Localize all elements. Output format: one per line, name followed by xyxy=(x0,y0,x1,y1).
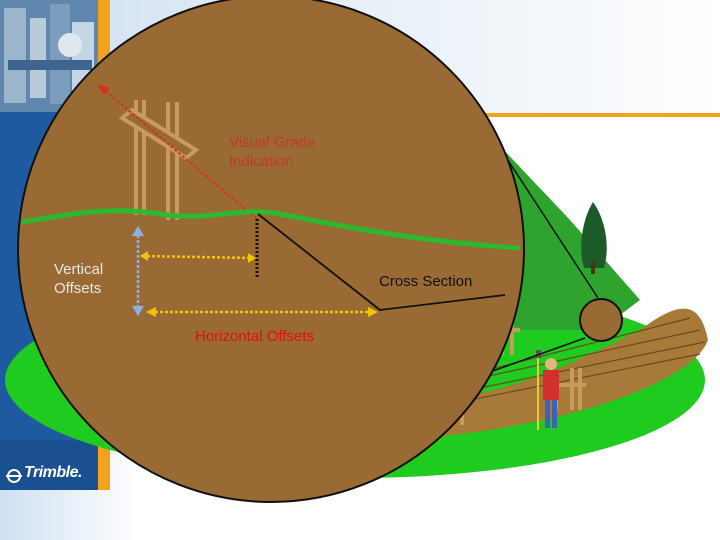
inset-circle xyxy=(579,298,623,342)
magnified-circle xyxy=(17,0,525,503)
trimble-logo-text: Trimble. xyxy=(24,464,82,481)
orange-accent-bottom xyxy=(98,440,110,490)
surveyor-figure-icon xyxy=(536,350,559,430)
vertical-offset-arrow xyxy=(132,226,144,316)
sight-line-arrow xyxy=(97,84,258,220)
stakes xyxy=(118,100,200,220)
trimble-logo-icon xyxy=(6,469,22,483)
horizontal-offset-marker xyxy=(140,251,256,263)
visual-grade-label: Visual Grade Indication xyxy=(229,134,316,170)
vertical-offsets-label: Vertical Offsets xyxy=(54,261,104,297)
cross-section-line xyxy=(257,213,506,311)
horizontal-offsets-label: Horizontal Offsets xyxy=(195,328,314,345)
cross-section-label: Cross Section xyxy=(379,273,473,290)
horizontal-offset-arrow xyxy=(146,307,378,317)
grade-line xyxy=(21,208,521,251)
tree-icon xyxy=(581,202,607,274)
dirt-texture xyxy=(449,317,706,405)
